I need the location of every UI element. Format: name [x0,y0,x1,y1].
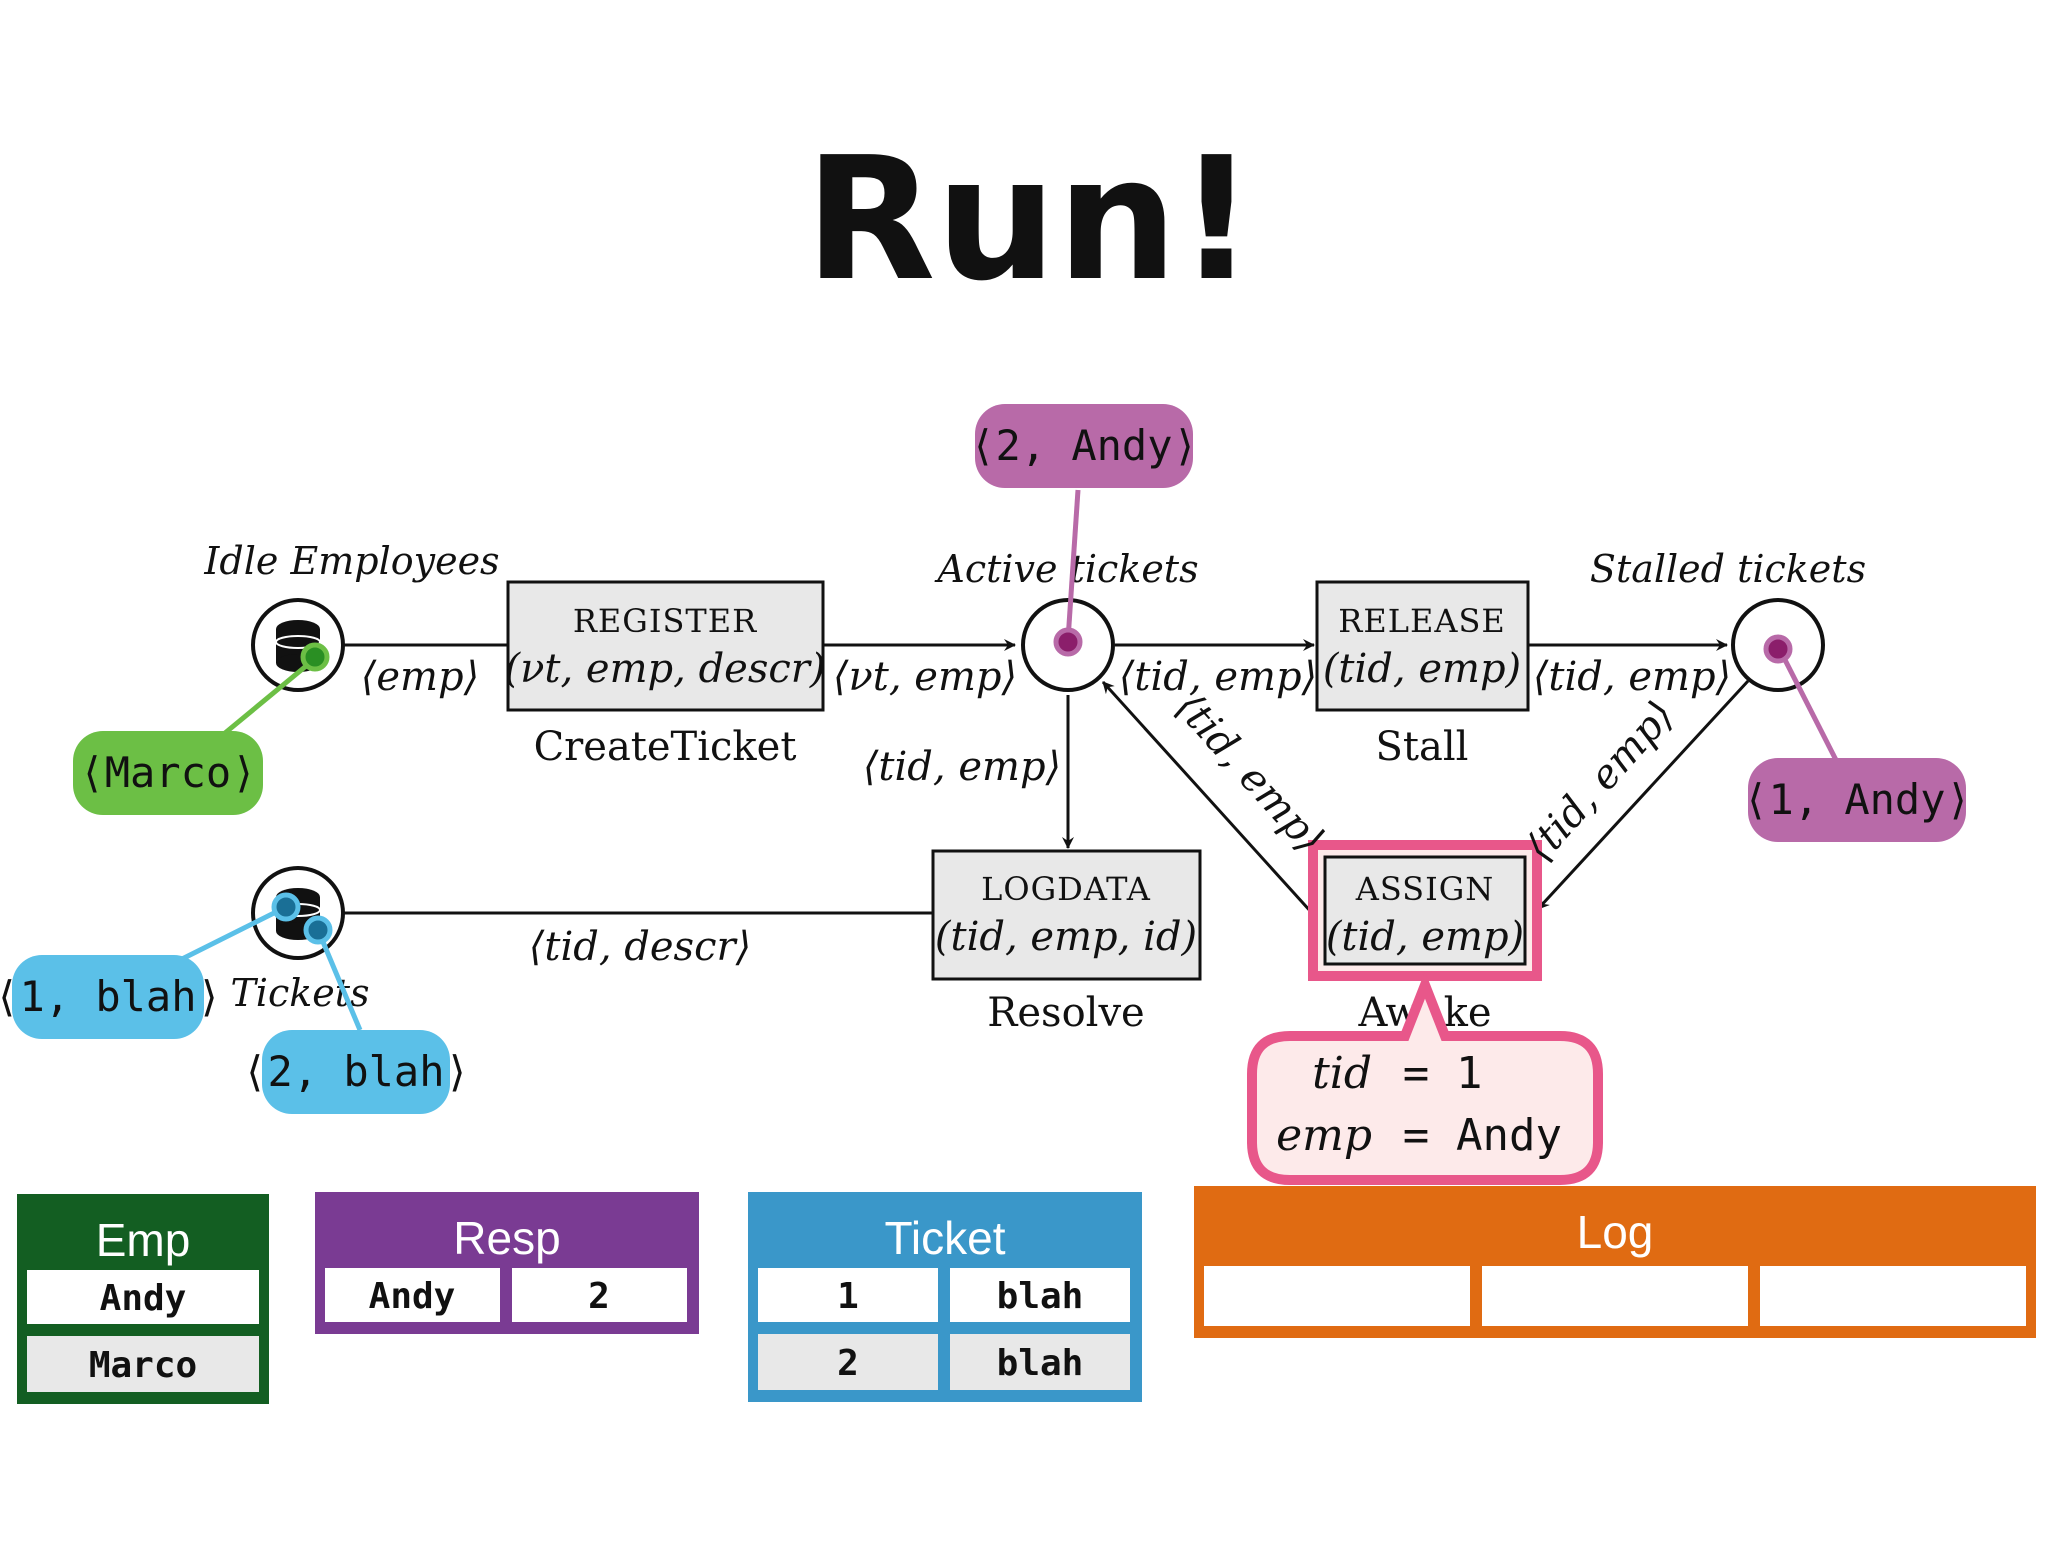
token-label-ticket1: ⟨1, blah⟩ [0,972,222,1021]
transition-logdata[interactable]: LOGDATA (tid, emp, id) [931,849,1202,981]
transition-params-register: (νt, emp, descr) [505,646,826,692]
slide-title: Run! [805,121,1255,319]
place-idle-employees [251,598,345,692]
table-row [512,1268,687,1322]
table-cell: 1 [837,1276,859,1317]
arc-label-assign-active: ⟨tid, emp⟩ [1166,684,1333,862]
transition-name-assign: ASSIGN [1355,870,1495,908]
token-connector-active [1065,489,1081,641]
arc-label-stalled-assign: ⟨tid, emp⟩ [1517,692,1684,870]
arc-label-release-stalled: ⟨tid, emp⟩ [1533,654,1731,700]
binding-val-tid: 1 [1456,1048,1483,1099]
token-dot-stalled [1763,634,1793,664]
place-label-idle: Idle Employees [203,539,499,583]
table-resp: Resp Andy 2 [315,1192,699,1334]
token-connector-ticket1 [168,904,288,968]
token-label-active: ⟨2, Andy⟩ [970,421,1198,470]
transition-caption-release: Stall [1376,724,1469,770]
table-row [325,1268,500,1322]
table-ticket-header: Ticket [885,1212,1006,1264]
token-label-ticket2: ⟨2, blah⟩ [242,1047,470,1096]
table-cell: Andy [369,1276,456,1317]
place-label-active: Active tickets [934,547,1198,591]
token-label-idle: ⟨Marco⟩ [79,748,256,797]
token-dot-ticket2 [303,915,333,945]
table-row [1482,1266,1748,1326]
table-row [27,1336,259,1392]
arc-label-active-logdata: ⟨tid, emp⟩ [863,744,1061,790]
table-row [27,1270,259,1324]
table-cell: 2 [837,1343,859,1384]
binding-eq-tid: = [1403,1048,1430,1099]
token-ticket2[interactable]: ⟨2, blah⟩ [242,1030,470,1114]
table-cell: Andy [100,1278,187,1319]
transition-params-logdata: (tid, emp, id) [935,914,1197,960]
table-row [758,1268,938,1322]
transition-assign[interactable]: ASSIGN (tid, emp) [1308,840,1542,981]
table-row [758,1334,938,1390]
table-log: Log [1194,1186,2036,1338]
transition-params-assign: (tid, emp) [1326,914,1524,960]
table-ticket: Ticket 1 blah 2 blah [748,1192,1142,1402]
arc-label-register-active: ⟨νt, emp⟩ [833,654,1017,700]
table-row [1760,1266,2026,1326]
token-dot-ticket1 [271,892,301,922]
token-connector-ticket2 [315,929,363,1031]
transition-name-logdata: LOGDATA [981,870,1151,908]
binding-callout: tid = 1 emp = Andy [1247,971,1603,1185]
arc-assign-active [1101,680,1314,915]
binding-val-emp: Andy [1456,1110,1562,1161]
binding-var-emp: emp [1276,1110,1372,1161]
binding-eq-emp: = [1403,1110,1430,1161]
token-idle[interactable]: ⟨Marco⟩ [73,731,263,815]
table-resp-header: Resp [453,1212,560,1264]
table-cell: blah [997,1276,1084,1317]
token-dot-active [1053,627,1083,657]
transition-name-register: REGISTER [573,602,757,640]
arc-label-logdata-tickets: ⟨tid, descr⟩ [529,924,751,970]
token-ticket1[interactable]: ⟨1, blah⟩ [0,955,222,1039]
table-row [950,1268,1130,1322]
arc-label-active-release: ⟨tid, emp⟩ [1119,654,1317,700]
table-row [950,1334,1130,1390]
table-cell: blah [997,1343,1084,1384]
table-cell: 2 [588,1276,610,1317]
transition-release[interactable]: RELEASE (tid, emp) [1315,580,1530,712]
arc-label-idle-register: ⟨emp⟩ [361,654,479,700]
table-row [1204,1266,1470,1326]
transition-caption-register: CreateTicket [534,724,797,770]
arc-stalled-assign [1536,679,1750,911]
transition-name-release: RELEASE [1338,602,1505,640]
table-log-header: Log [1577,1206,1654,1258]
token-active[interactable]: ⟨2, Andy⟩ [970,404,1198,488]
token-stalled[interactable]: ⟨1, Andy⟩ [1743,758,1971,842]
token-connector-idle [223,655,319,735]
transition-caption-logdata: Resolve [987,990,1144,1036]
transition-params-release: (tid, emp) [1323,646,1521,692]
place-label-stalled: Stalled tickets [1590,547,1866,591]
transition-register[interactable]: REGISTER (νt, emp, descr) [505,580,826,712]
token-label-stalled: ⟨1, Andy⟩ [1743,775,1971,824]
table-emp: Emp Andy Marco [17,1194,269,1404]
table-cell: Marco [89,1345,197,1386]
binding-var-tid: tid [1312,1048,1372,1099]
token-connector-stalled [1777,648,1839,762]
table-emp-header: Emp [96,1214,191,1266]
token-dot-idle [300,642,330,672]
